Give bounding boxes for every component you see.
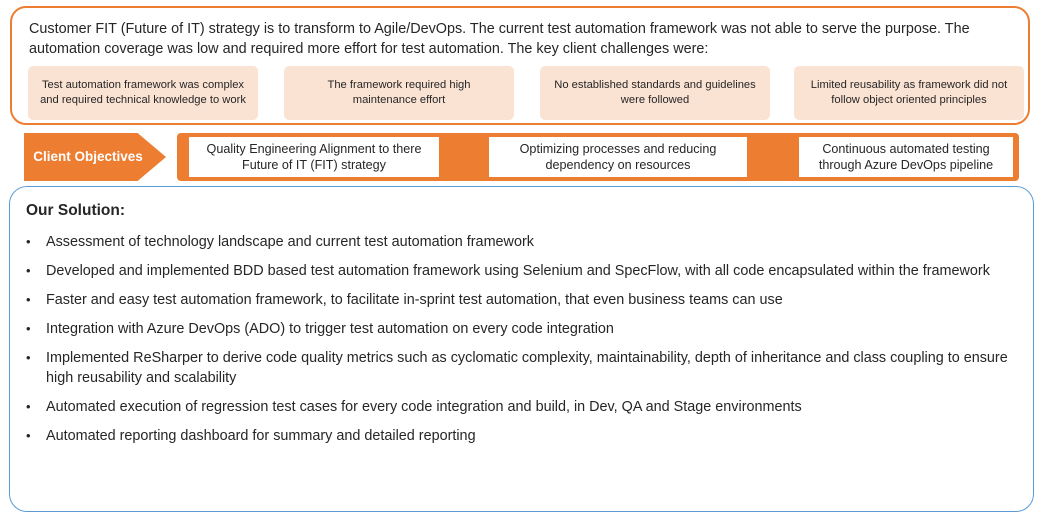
bullet-icon: • xyxy=(26,399,31,414)
objective-item: Continuous automated testing through Azu… xyxy=(799,137,1013,177)
challenge-cards: Test automation framework was complex an… xyxy=(28,66,1024,120)
objective-item: Optimizing processes and reducing depend… xyxy=(489,137,747,177)
bullet-icon: • xyxy=(26,234,31,249)
solution-list: • Assessment of technology landscape and … xyxy=(26,232,1016,455)
solution-list-item: • Assessment of technology landscape and … xyxy=(26,232,1016,252)
solution-item-text: Developed and implemented BDD based test… xyxy=(46,263,990,279)
bullet-icon: • xyxy=(26,428,31,443)
bullet-icon: • xyxy=(26,263,31,278)
solution-item-text: Automated execution of regression test c… xyxy=(46,399,802,415)
solution-list-item: • Faster and easy test automation framewo… xyxy=(26,290,1016,310)
solution-title: Our Solution: xyxy=(26,202,126,219)
challenge-card: The framework required high maintenance … xyxy=(284,66,514,120)
bullet-icon: • xyxy=(26,350,31,365)
objectives-band: Quality Engineering Alignment to there F… xyxy=(177,133,1019,181)
solution-item-text: Faster and easy test automation framewor… xyxy=(46,292,783,308)
solution-list-item: • Implemented ReSharper to derive code qu… xyxy=(26,348,1016,388)
bullet-icon: • xyxy=(26,292,31,307)
challenge-card: No established standards and guidelines … xyxy=(540,66,770,120)
challenges-intro: Customer FIT (Future of IT) strategy is … xyxy=(29,21,970,57)
solution-list-item: • Integration with Azure DevOps (ADO) to … xyxy=(26,319,1016,339)
challenge-card: Test automation framework was complex an… xyxy=(28,66,258,120)
solution-list-item: • Automated execution of regression test … xyxy=(26,397,1016,417)
solution-item-text: Implemented ReSharper to derive code qua… xyxy=(46,350,1008,386)
solution-panel: Our Solution: • Assessment of technology … xyxy=(9,186,1034,512)
objectives-label: Client Objectives xyxy=(33,149,143,164)
solution-item-text: Assessment of technology landscape and c… xyxy=(46,234,534,250)
solution-item-text: Integration with Azure DevOps (ADO) to t… xyxy=(46,321,614,337)
objective-item: Quality Engineering Alignment to there F… xyxy=(189,137,439,177)
solution-list-item: • Automated reporting dashboard for summa… xyxy=(26,426,1016,446)
challenge-card: Limited reusability as framework did not… xyxy=(794,66,1024,120)
solution-list-item: • Developed and implemented BDD based tes… xyxy=(26,261,1016,281)
solution-item-text: Automated reporting dashboard for summar… xyxy=(46,428,476,444)
challenges-panel: Customer FIT (Future of IT) strategy is … xyxy=(10,6,1030,125)
objectives-arrow-tag xyxy=(24,133,166,181)
bullet-icon: • xyxy=(26,321,31,336)
